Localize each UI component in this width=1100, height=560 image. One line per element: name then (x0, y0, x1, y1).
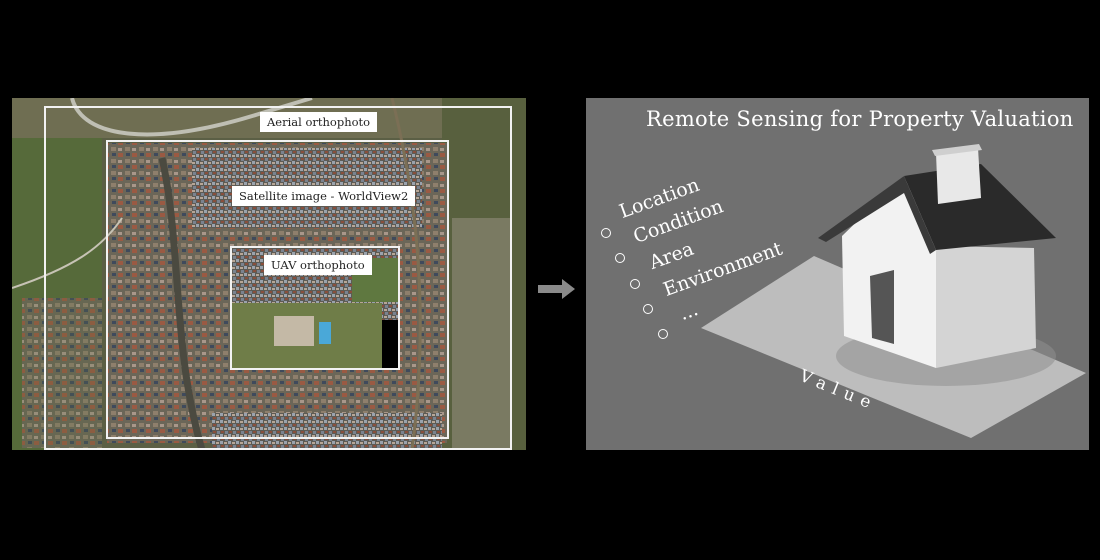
property-valuation-panel: Remote Sensing for Property Valuation Lo… (586, 98, 1089, 450)
satellite-image-label: Satellite image - WorldView2 (232, 186, 416, 206)
right-arrow-icon (538, 279, 575, 299)
factor-bullet (601, 228, 611, 238)
factor-bullet (643, 304, 653, 314)
house-illustration (701, 144, 1086, 438)
uav-orthophoto-frame (230, 246, 400, 370)
factor-bullet (615, 253, 625, 263)
uav-orthophoto-label: UAV orthophoto (264, 255, 372, 275)
satellite-texture (12, 98, 526, 450)
aerial-orthophoto-label: Aerial orthophoto (260, 112, 378, 132)
factor-bullet (658, 329, 668, 339)
panel-title: Remote Sensing for Property Valuation (646, 107, 1074, 131)
aerial-imagery-panel: Aerial orthophoto Satellite image - Worl… (12, 98, 526, 450)
satellite-image-frame (106, 140, 449, 439)
aerial-orthophoto-frame (44, 106, 512, 450)
factor-bullet (630, 279, 640, 289)
